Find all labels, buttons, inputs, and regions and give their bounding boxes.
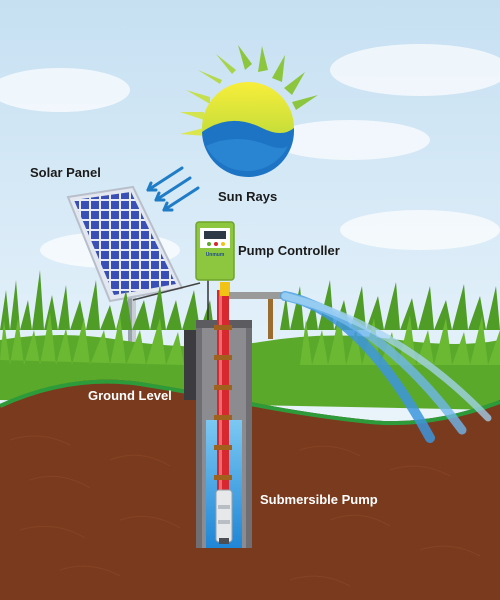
- submersible-pump-label: Submersible Pump: [260, 492, 378, 507]
- sun-icon: [180, 45, 318, 178]
- clouds: [0, 44, 500, 268]
- pump-controller-label: Pump Controller: [238, 243, 340, 258]
- controller-brand: Unmum: [206, 252, 225, 258]
- sun-rays-label: Sun Rays: [218, 189, 278, 204]
- soil-texture: [9, 435, 481, 587]
- pipe: [214, 282, 285, 505]
- water-spray: [280, 291, 492, 443]
- controller-box-icon: Unmum: [195, 221, 235, 320]
- arrow-rays-icon: [146, 166, 200, 212]
- solar-panel-label: Solar Panel: [30, 165, 101, 180]
- ground-level-label: Ground Level: [88, 388, 172, 403]
- pump-icon: [215, 489, 233, 544]
